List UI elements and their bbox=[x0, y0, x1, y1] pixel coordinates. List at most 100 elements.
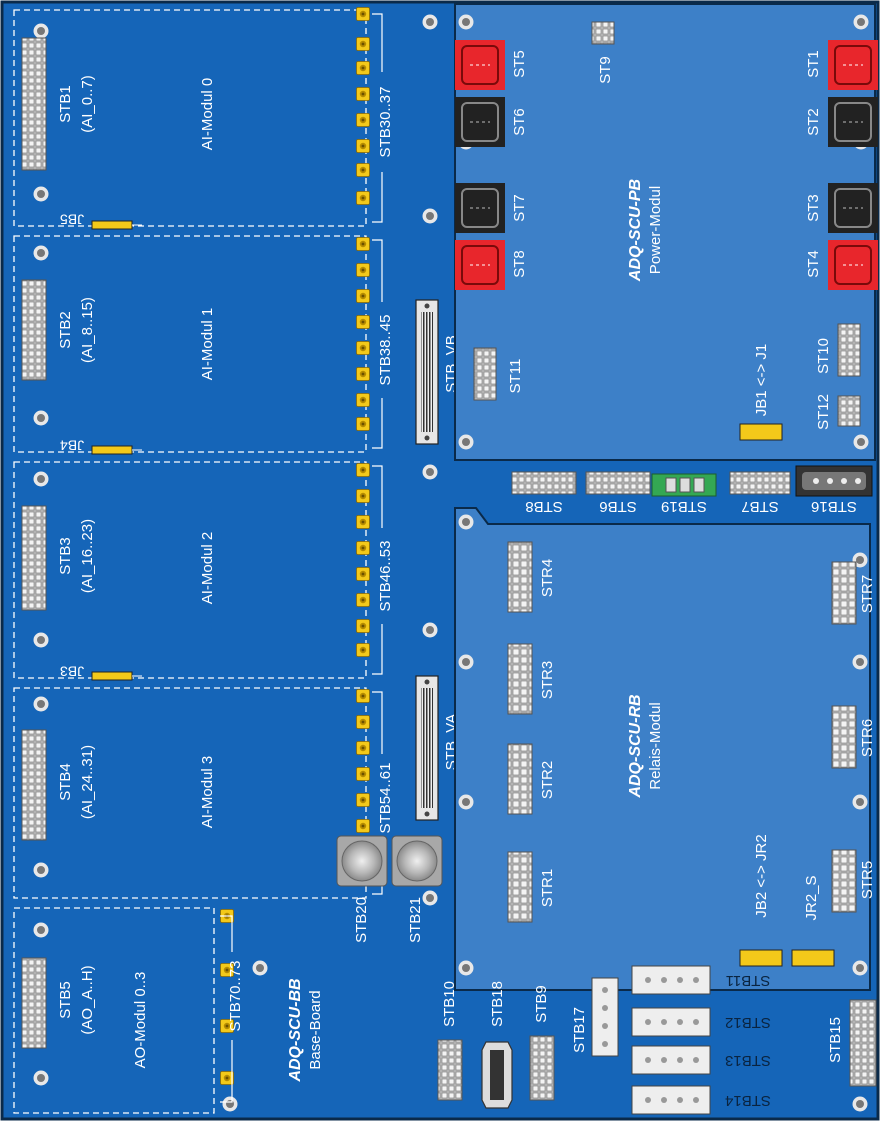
st6-connector bbox=[455, 97, 505, 147]
jr2s-jumper bbox=[791, 949, 835, 967]
stb4-range: (AI_24..31) bbox=[79, 745, 96, 819]
st1-connector bbox=[828, 40, 878, 90]
relay-module-subtitle: Relais-Modul bbox=[647, 702, 664, 790]
stb21-bnc bbox=[391, 835, 443, 887]
stb21-label: STB21 bbox=[407, 897, 424, 943]
terminal bbox=[356, 741, 370, 755]
stb54-61-label: STB54..61 bbox=[377, 763, 394, 834]
stb-vb-connector bbox=[415, 299, 439, 445]
stb12-label: STB12 bbox=[725, 1014, 771, 1031]
stb2-range: (AI_8..15) bbox=[79, 297, 96, 363]
str5-connector bbox=[831, 849, 857, 913]
terminal bbox=[356, 689, 370, 703]
stb14-label: STB14 bbox=[725, 1092, 771, 1109]
relay-connectors bbox=[507, 541, 857, 967]
stb3-label: STB3 bbox=[57, 537, 74, 575]
terminal bbox=[356, 113, 370, 127]
st2-connector bbox=[828, 97, 878, 147]
jb4-label: JB4 bbox=[60, 437, 84, 453]
jr2s-label: JR2_S bbox=[803, 875, 820, 920]
st6-label: ST6 bbox=[511, 108, 528, 136]
stb15-label: STB15 bbox=[827, 1017, 844, 1063]
st11-connector bbox=[473, 347, 497, 401]
stb16-connector bbox=[795, 465, 873, 497]
terminal bbox=[356, 7, 370, 21]
power-module bbox=[454, 3, 876, 461]
terminal bbox=[356, 139, 370, 153]
jb3-jumper: JB3 bbox=[60, 663, 142, 681]
stb11-label: STB11 bbox=[726, 972, 771, 989]
ai-modul-0-label: AI-Modul 0 bbox=[199, 78, 216, 151]
str7-connector bbox=[831, 561, 857, 625]
terminal bbox=[356, 393, 370, 407]
st9-connector bbox=[591, 21, 615, 45]
st4-connector bbox=[828, 240, 878, 290]
stb17-label: STB17 bbox=[571, 1007, 588, 1053]
st3-label: ST3 bbox=[805, 194, 822, 222]
stb16-label: STB16 bbox=[811, 498, 857, 515]
st5-connector bbox=[455, 40, 505, 90]
jb2-jumper bbox=[739, 949, 783, 967]
terminal bbox=[356, 37, 370, 51]
stb19-connector bbox=[651, 473, 717, 497]
terminal bbox=[356, 619, 370, 633]
jb5-label: JB5 bbox=[60, 211, 84, 227]
stb70-73-label: STB70..73 bbox=[227, 961, 244, 1032]
str7-label: STR7 bbox=[859, 575, 876, 613]
jb2-label: JB2 <-> JR2 bbox=[753, 834, 770, 917]
terminal bbox=[356, 715, 370, 729]
stb14-connector bbox=[631, 1085, 711, 1115]
stb3-range: (AI_16..23) bbox=[79, 519, 96, 593]
st3-connector bbox=[828, 183, 878, 233]
st7-label: ST7 bbox=[511, 194, 528, 222]
base-board-subtitle: Base-Board bbox=[307, 990, 324, 1069]
stb46-53-label: STB46..53 bbox=[377, 541, 394, 612]
str2-label: STR2 bbox=[539, 761, 556, 799]
terminal bbox=[356, 289, 370, 303]
stb5-range: (AO_A..H) bbox=[79, 965, 96, 1034]
stb13-connector bbox=[631, 1045, 711, 1075]
jb5-jumper: JB5 bbox=[60, 211, 142, 230]
terminal bbox=[356, 767, 370, 781]
stb30-37-label: STB30..37 bbox=[377, 87, 394, 158]
terminal bbox=[356, 61, 370, 75]
stb8-label: STB8 bbox=[525, 498, 563, 515]
middle-connectors bbox=[511, 465, 873, 497]
stb19-label: STB19 bbox=[661, 498, 707, 515]
str6-connector bbox=[831, 705, 857, 769]
relay-module bbox=[454, 507, 871, 991]
stb12-connector bbox=[631, 1007, 711, 1037]
ai-connectors bbox=[21, 37, 47, 1049]
terminal bbox=[356, 643, 370, 657]
stb18-hdmi bbox=[481, 1041, 513, 1109]
jb1-label: JB1 <-> J1 bbox=[753, 344, 770, 417]
terminal bbox=[356, 541, 370, 555]
terminal bbox=[356, 367, 370, 381]
stb38-45-label: STB38..45 bbox=[377, 315, 394, 386]
stb7-label: STB7 bbox=[741, 498, 779, 515]
st1-label: ST1 bbox=[805, 50, 822, 78]
terminal bbox=[356, 463, 370, 477]
jb1-jumper bbox=[739, 423, 783, 441]
ai-modul-1-label: AI-Modul 1 bbox=[199, 308, 216, 381]
power-connectors bbox=[455, 21, 878, 441]
terminal bbox=[356, 263, 370, 277]
stb9-label: STB9 bbox=[533, 985, 550, 1023]
st10-connector bbox=[837, 323, 861, 377]
str1-connector bbox=[507, 851, 533, 923]
stb-va-connector bbox=[415, 675, 439, 821]
terminal bbox=[356, 87, 370, 101]
stb7-connector bbox=[729, 471, 791, 495]
st12-connector bbox=[837, 395, 861, 427]
terminal bbox=[356, 417, 370, 431]
stb17-connector bbox=[591, 977, 619, 1057]
jb4-jumper: JB4 bbox=[60, 437, 142, 455]
st10-label: ST10 bbox=[815, 338, 832, 374]
terminal bbox=[356, 237, 370, 251]
stb6-connector bbox=[585, 471, 651, 495]
terminal bbox=[356, 191, 370, 205]
terminal bbox=[356, 593, 370, 607]
st4-label: ST4 bbox=[805, 250, 822, 278]
terminal bbox=[356, 793, 370, 807]
st7-connector bbox=[455, 183, 505, 233]
